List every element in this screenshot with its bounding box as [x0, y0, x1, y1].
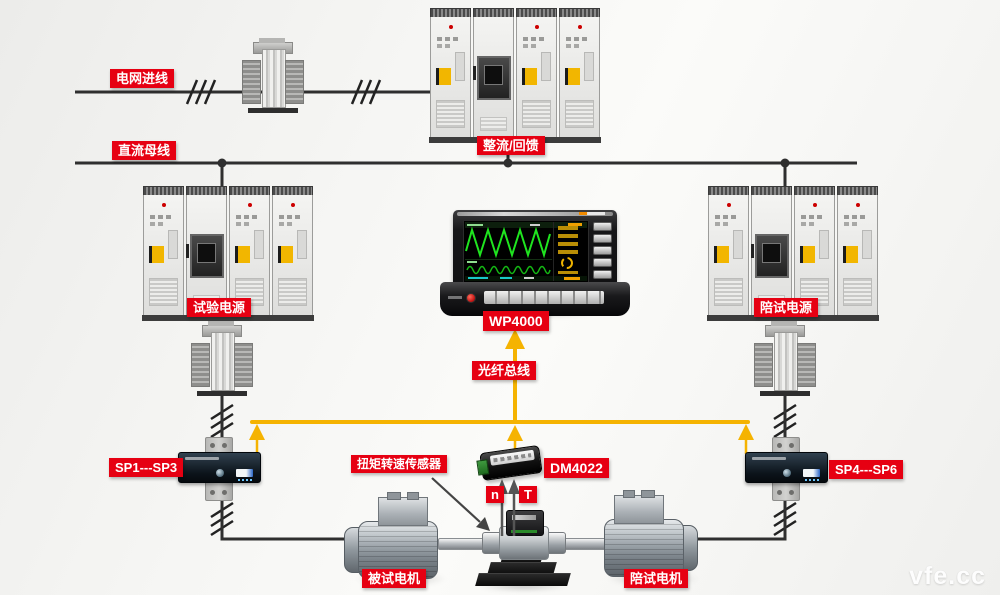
sp-left-transducer: [178, 452, 261, 483]
cabinet-icon: [515, 8, 558, 143]
watermark: vfe.cc: [909, 562, 986, 590]
fiber-bus-line: [249, 329, 754, 455]
label-motor-under-test: 被试电机: [362, 569, 427, 588]
label-speed-n: n: [486, 486, 504, 503]
wp4000-analyzer: [440, 210, 630, 316]
power-button-icon: [466, 293, 476, 303]
rectifier-cabinet-bank: [429, 8, 601, 143]
label-dc-bus: 直流母线: [112, 141, 177, 160]
sensor-head: [506, 510, 544, 536]
label-torque-speed-sensor: 扭矩转速传感器: [351, 455, 448, 473]
cabinet-icon: [228, 186, 271, 321]
cabinet-icon: [429, 8, 472, 143]
sp-right-transducer: [745, 452, 828, 483]
label-test-power: 试验电源: [187, 298, 252, 317]
label-accompany-power: 陪试电源: [754, 298, 819, 317]
label-wp4000: WP4000: [483, 311, 549, 331]
analyzer-base: [440, 282, 630, 316]
label-grid-incoming: 电网进线: [110, 69, 175, 88]
label-accompany-motor: 陪试电机: [624, 569, 689, 588]
cabinet-icon: [707, 186, 750, 321]
label-fiber-bus: 光纤总线: [472, 361, 537, 380]
label-sp4-sp6: SP4---SP6: [829, 460, 904, 479]
dc-bus-line: [75, 137, 857, 193]
grid-transformer-icon: [240, 38, 306, 113]
label-rectifier-feedback: 整流/回馈: [477, 136, 545, 155]
dm4022-module: [476, 444, 543, 482]
cabinet-icon: [271, 186, 314, 321]
analyzer-screen: [463, 220, 589, 283]
left-reactor-icon: [189, 321, 255, 396]
label-torque-t: T: [519, 486, 537, 503]
cabinet-icon: [142, 186, 185, 321]
cabinet-icon: [836, 186, 879, 321]
cabinet-display-icon: [472, 8, 515, 143]
right-reactor-icon: [752, 321, 818, 396]
sensor-pedestal: [475, 573, 571, 586]
cabinet-icon: [558, 8, 601, 143]
label-dm4022: DM4022: [544, 458, 609, 478]
label-sp1-sp3: SP1---SP3: [109, 458, 184, 477]
analyzer-display-head: [453, 210, 617, 303]
junction-dots: [217, 158, 790, 168]
